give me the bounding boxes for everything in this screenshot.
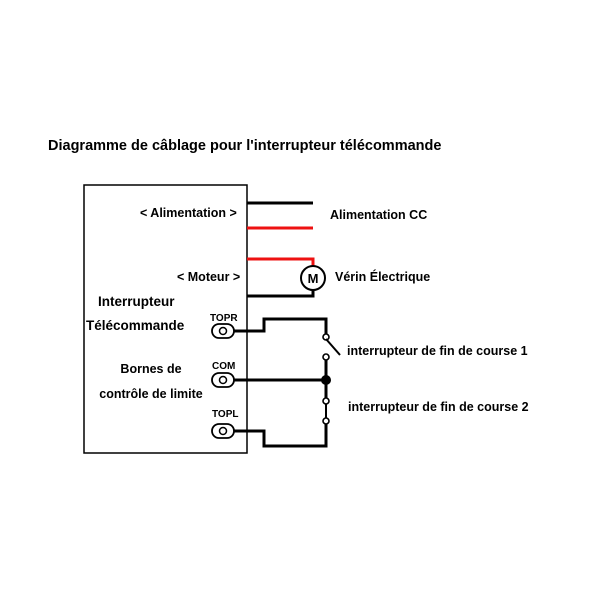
module-name-line1: Interrupteur	[98, 294, 175, 309]
limit-terminals-label-line1: Bornes de	[120, 362, 182, 376]
terminal-topl-label: TOPL	[212, 409, 239, 420]
diagram-title: Diagramme de câblage pour l'interrupteur…	[48, 138, 442, 154]
limit-switch-1-lever	[325, 338, 341, 356]
terminal-topl-screw	[218, 426, 228, 436]
motor-wire-black	[247, 290, 315, 298]
power-supply-label: Alimentation CC	[330, 208, 428, 222]
terminal-topr-label: TOPR	[210, 313, 238, 324]
controller-box	[83, 184, 248, 454]
limit-switch-2-contact-bottom	[322, 417, 330, 425]
module-name-line2: Télécommande	[86, 318, 185, 333]
limit-switch-1-label: interrupteur de fin de course 1	[347, 344, 528, 358]
power-port-label: < Alimentation >	[140, 206, 237, 220]
topl-wire	[234, 424, 328, 448]
topr-wire	[234, 317, 328, 334]
motor-wire-red	[247, 257, 315, 266]
motor-symbol	[300, 265, 326, 291]
terminal-com-screw	[218, 375, 228, 385]
limit-switch-2-label: interrupteur de fin de course 2	[348, 400, 529, 414]
terminal-com-label: COM	[212, 361, 236, 372]
motor-symbol-letter: M	[307, 271, 319, 286]
limit-terminals-label-line2: contrôle de limite	[99, 387, 203, 401]
motor-port-label: < Moteur >	[177, 270, 241, 284]
terminal-topr-screw	[218, 326, 228, 336]
limit-switch-2-contact-top	[322, 397, 330, 405]
actuator-label: Vérin Électrique	[335, 270, 431, 284]
limit-switch-1-contact-bottom	[322, 353, 330, 361]
